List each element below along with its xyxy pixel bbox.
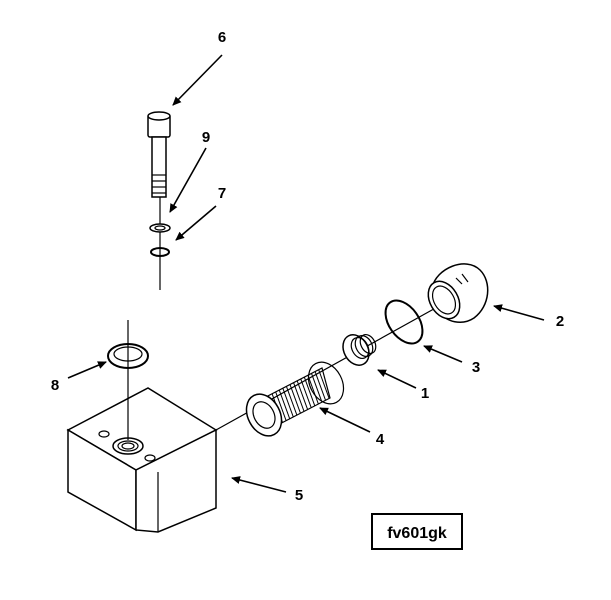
reference-code-box: fv601gk [371, 513, 463, 550]
callout-2: 2 [556, 313, 564, 330]
washer-part-9 [149, 223, 171, 233]
callout-1: 1 [421, 385, 429, 402]
o-ring-part-3 [384, 299, 424, 345]
housing-block [66, 387, 218, 533]
filter-cap-part-2 [427, 263, 489, 324]
washer-part-7 [150, 247, 170, 257]
callout-4: 4 [376, 431, 385, 448]
reference-code: fv601gk [387, 525, 447, 542]
callout-9: 9 [202, 129, 210, 146]
seal-ring-part-8 [107, 343, 149, 369]
bolt-part-6 [147, 111, 171, 290]
spring-element-part-1 [342, 333, 377, 366]
callout-8: 8 [51, 377, 59, 394]
callout-5: 5 [295, 487, 303, 504]
callout-3: 3 [472, 359, 480, 376]
callout-6: 6 [218, 29, 226, 46]
leader-arrows [67, 54, 545, 493]
filter-element-part-4 [245, 361, 345, 437]
callout-7: 7 [218, 185, 226, 202]
